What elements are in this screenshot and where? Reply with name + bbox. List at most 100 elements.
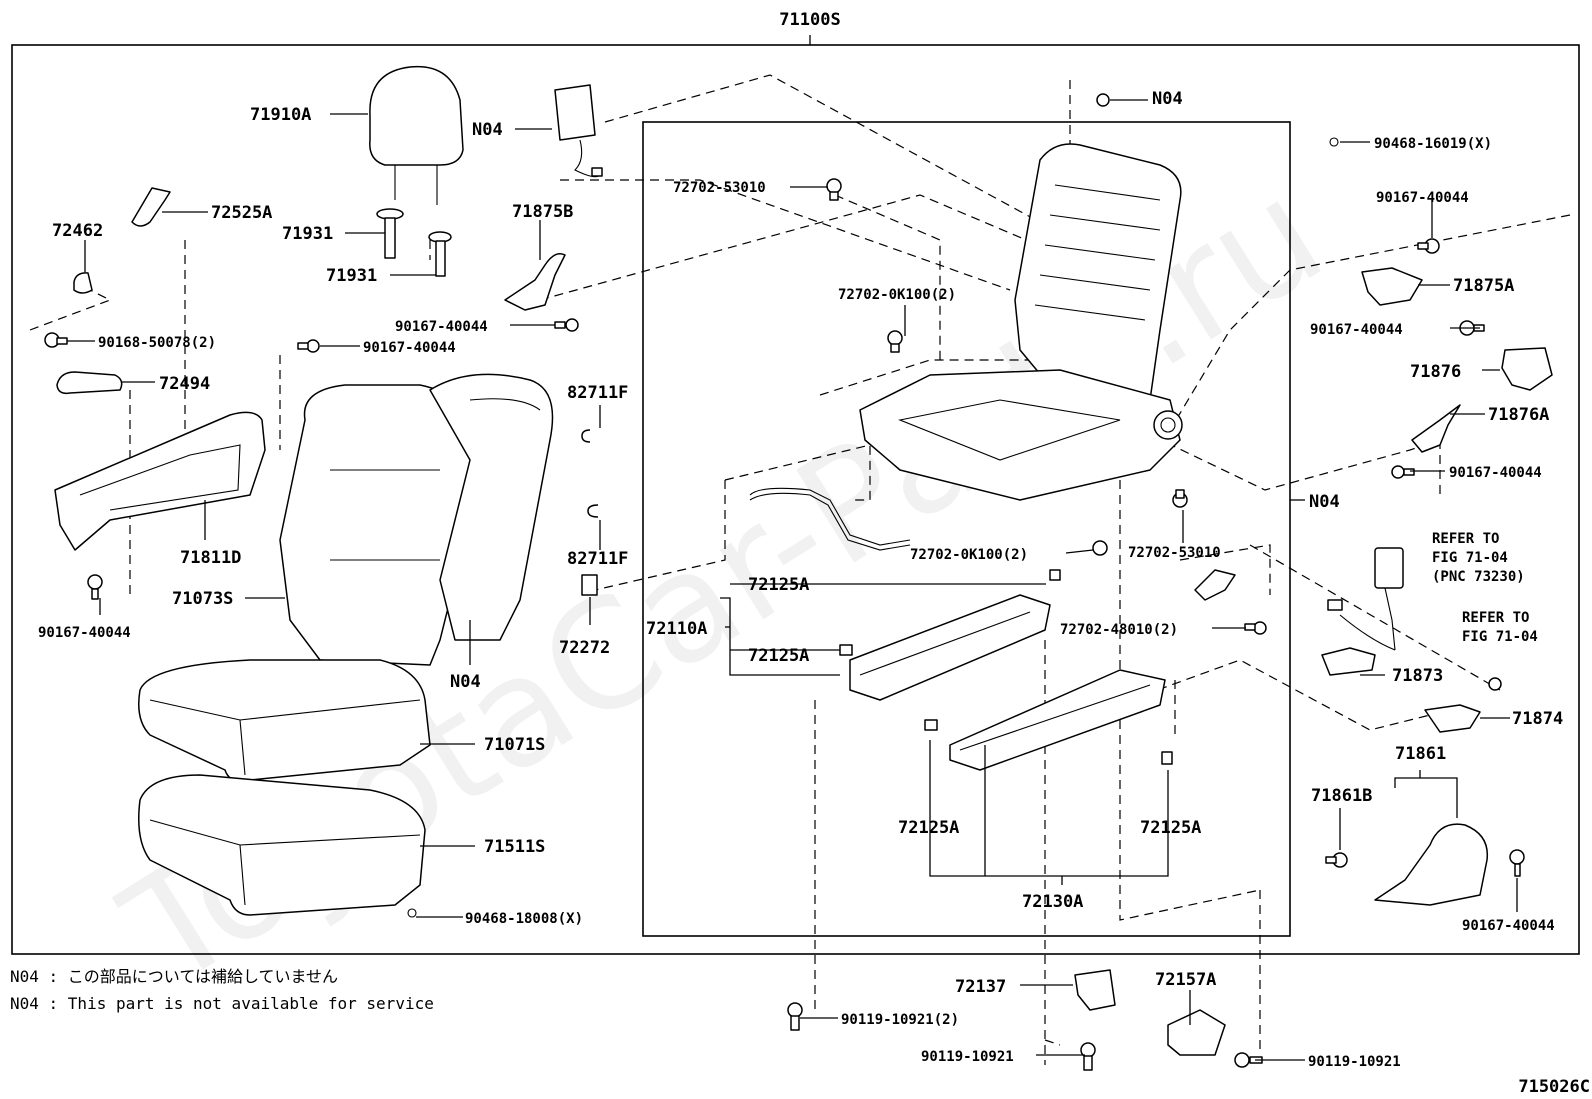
note-japanese: N04 : この部品については補給していません xyxy=(10,967,338,986)
part-label[interactable]: 90167-40044 xyxy=(363,340,456,356)
part-label[interactable]: 71511S xyxy=(484,837,545,857)
part-label[interactable]: 72702-53010 xyxy=(1128,545,1221,561)
part-label[interactable]: 72272 xyxy=(559,638,610,658)
clip-part xyxy=(1329,137,1339,147)
note-english: N04 : This part is not available for ser… xyxy=(10,994,434,1013)
part-label[interactable]: 72702-48010(2) xyxy=(1060,622,1178,638)
seat-frame-part xyxy=(859,143,1183,501)
part-label[interactable]: 71861B xyxy=(1311,786,1372,806)
part-label[interactable]: 72702-0K100(2) xyxy=(910,547,1028,563)
outer-frame xyxy=(11,44,1580,955)
part-label[interactable]: 90119-10921 xyxy=(921,1049,1014,1065)
part-labels: 71100S 71910A 72525A 72462 71931 71931 9… xyxy=(10,10,1590,1097)
bolt-part xyxy=(787,1002,803,1031)
bracket-part xyxy=(504,253,566,311)
part-label[interactable]: N04 xyxy=(1309,492,1340,512)
part-label[interactable]: 71875B xyxy=(512,202,573,222)
clip-part xyxy=(587,504,599,518)
part-label[interactable]: 71910A xyxy=(250,105,311,125)
figure-code: 715026C xyxy=(1518,1077,1590,1097)
bracket-part xyxy=(1411,404,1461,453)
part-label[interactable]: 71874 xyxy=(1512,709,1563,729)
bolt-part xyxy=(1080,1042,1096,1071)
part-label[interactable]: 90167-40044 xyxy=(1310,322,1403,338)
screw-part xyxy=(44,332,68,348)
wire-part xyxy=(749,487,911,546)
small-block-part xyxy=(581,574,598,596)
bracket-part xyxy=(1321,647,1376,676)
refer-note: FIG 71-04 xyxy=(1432,550,1508,566)
assembly-number-label: 71100S xyxy=(779,10,840,30)
part-label[interactable]: 82711F xyxy=(567,383,628,403)
part-label[interactable]: 71931 xyxy=(326,266,377,286)
part-label[interactable]: 72125A xyxy=(748,646,809,666)
headrest-part xyxy=(369,65,464,205)
part-label[interactable]: 90167-40044 xyxy=(1449,465,1542,481)
part-label[interactable]: 90167-40044 xyxy=(1462,918,1555,934)
bracket-part xyxy=(1424,704,1481,733)
part-label[interactable]: N04 xyxy=(472,120,503,140)
seat-back-pad-part xyxy=(429,373,554,641)
part-label[interactable]: 71873 xyxy=(1392,666,1443,686)
part-label[interactable]: 90468-18008(X) xyxy=(465,911,583,927)
part-label[interactable]: 72137 xyxy=(955,977,1006,997)
part-label[interactable]: 72125A xyxy=(748,575,809,595)
part-label[interactable]: 90167-40044 xyxy=(395,319,488,335)
screw-part xyxy=(554,318,579,332)
part-label[interactable]: 72157A xyxy=(1155,970,1216,990)
seat-cushion-cover-part xyxy=(138,659,431,782)
cover-part xyxy=(1501,347,1553,391)
refer-note: (PNC 73230) xyxy=(1432,569,1525,585)
seat-belt-buckle-part xyxy=(1327,547,1404,651)
bracket-part xyxy=(1194,569,1236,601)
part-label[interactable]: 71073S xyxy=(172,589,233,609)
bolt-part xyxy=(1417,238,1440,254)
part-label[interactable]: 72130A xyxy=(1022,892,1083,912)
seat-track-right-part xyxy=(924,669,1173,771)
nut-part xyxy=(1096,93,1110,107)
part-label[interactable]: 71931 xyxy=(282,224,333,244)
bracket-part xyxy=(1361,267,1423,306)
part-label[interactable]: 71876 xyxy=(1410,362,1461,382)
part-label[interactable]: 71811D xyxy=(180,548,241,568)
part-label[interactable]: 90119-10921 xyxy=(1308,1054,1401,1070)
part-label[interactable]: 90167-40044 xyxy=(1376,190,1469,206)
part-label[interactable]: 71071S xyxy=(484,735,545,755)
bolt-part xyxy=(1244,621,1267,635)
part-label[interactable]: 90468-16019(X) xyxy=(1374,136,1492,152)
bolt-part xyxy=(1509,849,1525,877)
part-label[interactable]: 72494 xyxy=(159,374,210,394)
part-label[interactable]: 72462 xyxy=(52,221,103,241)
part-label[interactable]: N04 xyxy=(450,672,481,692)
headrest-guide-part xyxy=(376,208,452,277)
bolt-part xyxy=(1172,489,1188,508)
nut-part xyxy=(1488,677,1502,691)
part-label[interactable]: 72125A xyxy=(898,818,959,838)
part-label[interactable]: 90119-10921(2) xyxy=(841,1012,959,1028)
refer-note: REFER TO xyxy=(1462,610,1529,626)
part-label[interactable]: 82711F xyxy=(567,549,628,569)
part-label[interactable]: 72702-53010 xyxy=(673,180,766,196)
seat-back-cover-part xyxy=(279,384,476,666)
part-label[interactable]: 71875A xyxy=(1453,276,1514,296)
part-label[interactable]: 90168-50078(2) xyxy=(98,335,216,351)
bolt-part xyxy=(826,178,842,201)
refer-note: REFER TO xyxy=(1432,531,1499,547)
part-label[interactable]: 90167-40044 xyxy=(38,625,131,641)
part-label[interactable]: 71861 xyxy=(1395,744,1446,764)
part-label[interactable]: 72110A xyxy=(646,619,707,639)
track-cover-part xyxy=(1167,1009,1226,1056)
part-label[interactable]: 71876A xyxy=(1488,405,1549,425)
bolt-part xyxy=(1391,465,1415,479)
part-label[interactable]: 72525A xyxy=(211,203,272,223)
screw-part xyxy=(297,339,320,353)
part-label[interactable]: N04 xyxy=(1152,89,1183,109)
lever-clip-part xyxy=(131,187,171,227)
side-shield-part xyxy=(54,411,266,551)
bolt-part xyxy=(887,330,903,353)
screw-part xyxy=(87,574,103,600)
part-label[interactable]: 72702-0K100(2) xyxy=(838,287,956,303)
bolt-part xyxy=(1092,540,1108,556)
part-label[interactable]: 72125A xyxy=(1140,818,1201,838)
